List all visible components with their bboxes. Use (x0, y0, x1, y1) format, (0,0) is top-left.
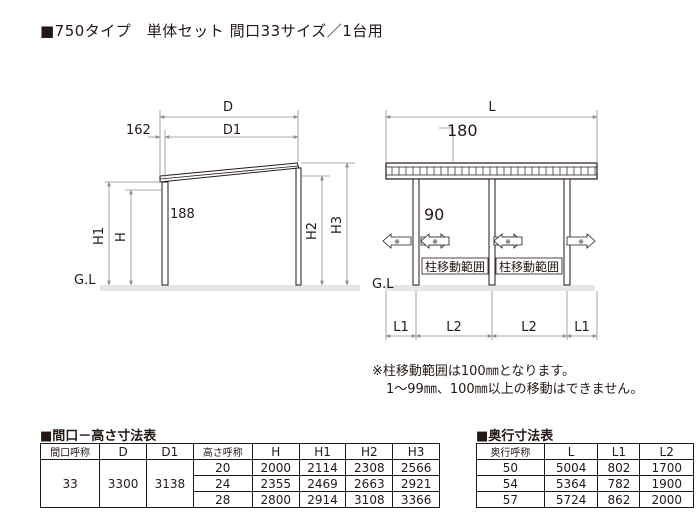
header-L2: L2 (639, 443, 694, 460)
front-ground-label: G.L (372, 277, 394, 292)
label-L2-right: L2 (521, 320, 537, 335)
move-arrow (493, 233, 523, 249)
table-row: 54 5364 782 1900 (476, 475, 694, 492)
side-ground-label: G.L (74, 273, 96, 288)
move-arrow (420, 233, 450, 249)
cell-D: 3300 (99, 459, 147, 508)
move-range-label-1: 柱移動範囲 (425, 259, 485, 274)
front-ground (385, 285, 595, 291)
table-cell: 2000 (639, 491, 694, 508)
label-H1: H1 (92, 227, 107, 245)
table-cell: 2114 (298, 459, 347, 476)
side-ground (100, 285, 360, 291)
table-cell: 5004 (543, 459, 599, 476)
label-L: L (488, 100, 496, 115)
cross-mark: ※ (578, 238, 584, 246)
cell-width-code: 33 (39, 459, 101, 508)
label-162: 162 (126, 123, 151, 138)
roof-ribs (391, 167, 596, 175)
header-H1: H1 (298, 443, 347, 460)
table-cell: 2469 (298, 475, 347, 492)
label-D1: D1 (223, 123, 241, 138)
header-L: L (543, 443, 599, 460)
front-view: L 180 90 ※※※※※※ 柱移動範囲 柱移動範囲 G.L L1 L2 L2… (372, 100, 598, 340)
front-post-1 (412, 178, 420, 286)
page-title: ■750タイプ 単体セット 間口33サイズ／1台用 (40, 22, 384, 40)
table-cell: 2921 (392, 475, 440, 492)
header-height-code: 高さ呼称 (192, 443, 253, 460)
table-cell: 2800 (251, 491, 300, 508)
label-L1-left: L1 (393, 320, 409, 335)
table-cell: 2308 (345, 459, 394, 476)
label-188: 188 (170, 207, 195, 222)
move-arrow (566, 233, 596, 249)
header-D: D (99, 443, 147, 460)
height-table: 間口呼称 D D1 高さ呼称 H H1 H2 H3 33 3300 3138 2… (39, 443, 440, 508)
side-post-rear (295, 167, 302, 286)
header-D1: D1 (145, 443, 194, 460)
table-cell: 2663 (345, 475, 394, 492)
table-row: 28 2800 2914 3108 3366 (41, 491, 440, 508)
cross-mark: ※ (505, 238, 511, 246)
table-cell: 24 (192, 475, 253, 492)
front-post-2 (488, 178, 496, 286)
table-cell: 1900 (639, 475, 694, 492)
table-cell: 2914 (298, 491, 347, 508)
cross-mark: ※ (394, 238, 400, 246)
table-cell: 3108 (345, 491, 394, 508)
cell-D1: 3138 (145, 459, 194, 508)
header-H3: H3 (392, 443, 440, 460)
cross-mark: ※ (432, 238, 438, 246)
header-H2: H2 (345, 443, 394, 460)
table-row: 57 5724 862 2000 (476, 491, 694, 508)
side-view: D D1 162 188 H1 H H2 H3 G.L (74, 100, 360, 291)
table-cell: 3366 (392, 491, 440, 508)
depth-table: 奥行呼称 L L1 L2 50 5004 802 1700 54 5364 78… (476, 443, 694, 508)
table-cell: 2355 (251, 475, 300, 492)
table-cell: 2000 (251, 459, 300, 476)
move-range-label-2: 柱移動範囲 (499, 259, 559, 274)
depth-table-title: ■奥行寸法表 (476, 429, 554, 444)
label-180: 180 (447, 121, 478, 140)
table-cell: 5364 (543, 475, 599, 492)
note-line-2: 1～99㎜、100㎜以上の移動はできません。 (386, 382, 644, 397)
table-cell: 782 (597, 475, 641, 492)
table-row: 33 3300 3138 20 2000 2114 2308 2566 (39, 459, 440, 508)
move-range-arrows: ※※※※※※ (382, 233, 596, 249)
header-L1: L1 (597, 443, 641, 460)
side-post-front (161, 181, 169, 286)
label-H: H (114, 232, 129, 242)
header-width-code: 間口呼称 (39, 443, 101, 460)
label-H3: H3 (330, 216, 345, 234)
label-H2: H2 (305, 222, 320, 240)
front-roof (385, 162, 598, 180)
table-cell: 28 (192, 491, 253, 508)
table-cell: 50 (476, 459, 545, 476)
table-cell: 1700 (639, 459, 694, 476)
label-D: D (223, 100, 233, 115)
table-cell: 5724 (543, 491, 599, 508)
table-cell: 862 (597, 491, 641, 508)
label-L1-right: L1 (574, 320, 590, 335)
label-L2-left: L2 (446, 320, 462, 335)
label-90: 90 (424, 205, 444, 224)
table-cell: 57 (476, 491, 545, 508)
table-cell: 802 (597, 459, 641, 476)
height-table-title: ■間口－高さ寸法表 (40, 429, 157, 444)
note-line-1: ※柱移動範囲は100㎜となります。 (372, 364, 576, 379)
header-H: H (251, 443, 300, 460)
move-arrow (382, 233, 412, 249)
table-cell: 20 (192, 459, 253, 476)
front-post-3 (563, 178, 571, 286)
header-depth-code: 奥行呼称 (476, 443, 545, 460)
table-row: 50 5004 802 1700 (476, 459, 694, 476)
table-cell: 54 (476, 475, 545, 492)
table-cell: 2566 (392, 459, 440, 476)
